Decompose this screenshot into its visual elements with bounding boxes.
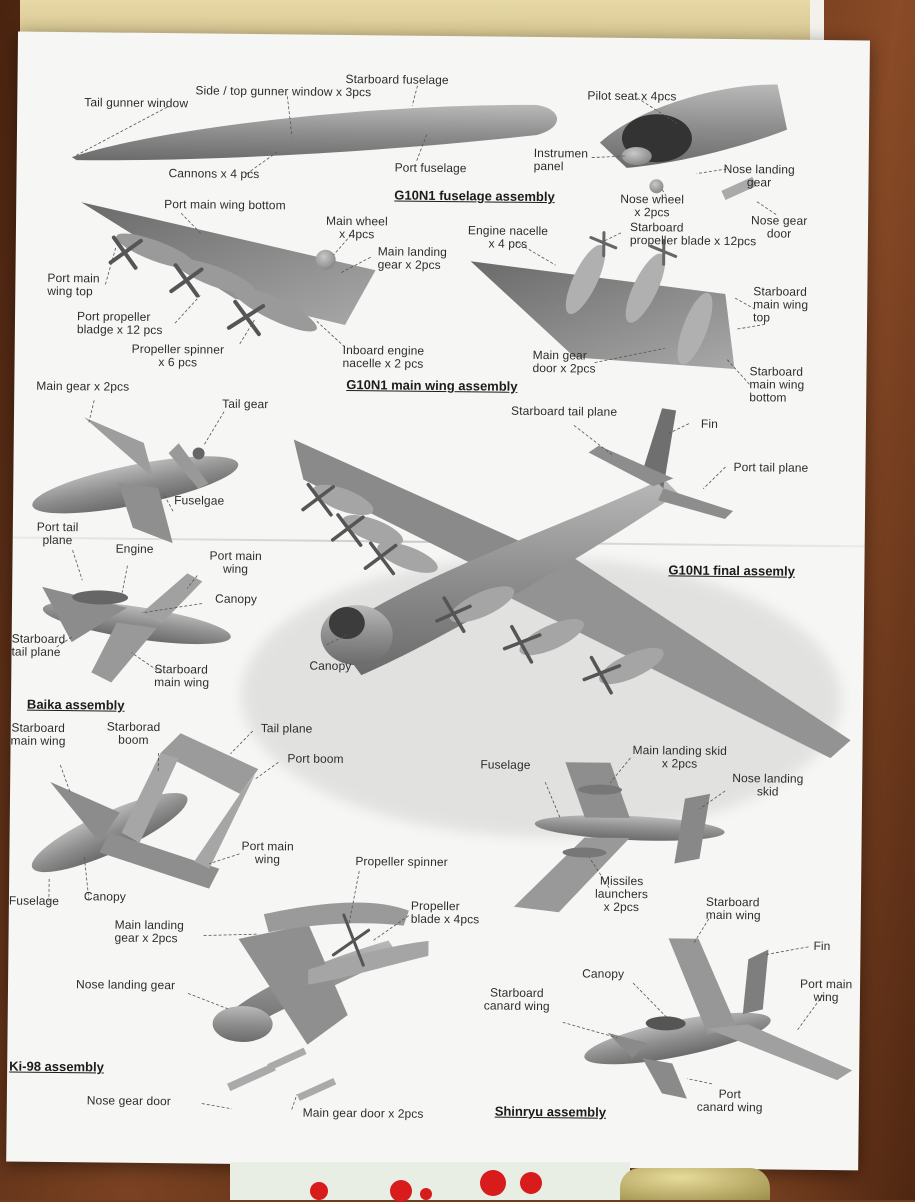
- label-port-boom: Port boom: [287, 752, 343, 766]
- label-nose-landing-skid: Nose landing skid: [732, 772, 804, 799]
- label-main-landing-gear-ki98: Main landing gear x 2pcs: [114, 919, 184, 946]
- label-port-tail-plane-final: Port tail plane: [733, 461, 808, 475]
- label-starboard-tail-plane-baika: Starboard tail plane: [11, 633, 65, 660]
- label-starboard-boom: Starborad boom: [107, 721, 161, 748]
- decal-marking: [310, 1182, 328, 1200]
- kit-part-yellow: [620, 1168, 770, 1200]
- label-starboard-main-wing-bottom: Starboard main wing bottom: [749, 365, 804, 405]
- label-fin-final: Fin: [701, 418, 718, 431]
- g10n1-starboard-wing-drawing: [470, 231, 736, 369]
- decal-marking: [480, 1170, 506, 1196]
- label-engine-nacelle: Engine nacelle x 4 pcs: [468, 224, 548, 251]
- label-fuselage-baika: Fuselgae: [174, 494, 224, 508]
- ki98-drawing-bottom: [212, 901, 429, 1102]
- label-port-main-wing-top: Port main wing top: [47, 272, 100, 299]
- label-canopy-ki98: Canopy: [84, 890, 126, 903]
- label-nose-landing-gear-g10n1: Nose landing gear: [723, 163, 795, 190]
- label-port-fuselage: Port fuselage: [395, 161, 467, 175]
- decal-marking: [390, 1180, 412, 1202]
- label-fin-shinryu: Fin: [813, 940, 830, 953]
- title-ki98: Ki-98 assembly: [9, 1059, 104, 1075]
- label-canopy-shinryu: Canopy: [582, 967, 624, 980]
- label-starboard-main-wing-ki98: Starboard main wing: [11, 722, 66, 749]
- label-main-gear-baika: Main gear x 2pcs: [36, 380, 129, 394]
- shinryu-drawing-bottom: [580, 937, 853, 1100]
- label-fuselage-shinryu: Fuselage: [480, 758, 530, 772]
- decal-sheet-edge: [230, 1162, 630, 1200]
- label-main-gear-door-ki98: Main gear door x 2pcs: [303, 1107, 424, 1121]
- label-starboard-main-wing-shinryu: Starboard main wing: [706, 896, 761, 923]
- label-tail-gear-baika: Tail gear: [222, 398, 268, 411]
- label-port-propeller-blade: Port propeller bladge x 12 pcs: [77, 310, 163, 337]
- title-g10n1-fuselage: G10N1 fuselage assembly: [394, 187, 555, 204]
- label-starboard-main-wing-baika: Starboard main wing: [154, 663, 209, 690]
- label-port-main-wing-ki98: Port main wing: [241, 840, 294, 867]
- label-starboard-propeller-blade: Starboard propeller blade x 12pcs: [630, 221, 757, 248]
- label-main-landing-skid: Main landing skid x 2pcs: [632, 744, 727, 771]
- label-starboard-canard: Starboard canard wing: [484, 986, 550, 1013]
- label-inboard-engine-nacelle: Inboard engine nacelle x 2 pcs: [342, 344, 424, 371]
- label-tail-gunner-window: Tail gunner window: [84, 96, 188, 110]
- label-engine-baika: Engine: [116, 543, 154, 556]
- label-cannons: Cannons x 4 pcs: [168, 167, 259, 181]
- label-main-gear-door-g10n1: Main gear door x 2pcs: [532, 349, 595, 376]
- label-port-canard: Port canard wing: [697, 1088, 763, 1115]
- decal-marking: [420, 1188, 432, 1200]
- label-propeller-blade-ki98: Propeller blade x 4pcs: [411, 900, 480, 927]
- label-pilot-seat: Pilot seat x 4pcs: [587, 90, 676, 104]
- label-instrument-panel: Instrumen panel: [534, 147, 589, 174]
- label-port-main-wing-baika: Port main wing: [209, 550, 262, 577]
- label-port-main-wing-shinryu: Port main wing: [800, 978, 853, 1005]
- title-g10n1-main-wing: G10N1 main wing assembly: [346, 377, 517, 394]
- title-baika: Baika assembly: [27, 697, 125, 713]
- label-canopy-baika: Canopy: [215, 593, 257, 606]
- ki98-drawing-top: [24, 732, 259, 889]
- label-nose-gear-door-ki98: Nose gear door: [87, 1094, 171, 1108]
- label-propeller-spinner-ki98: Propeller spinner: [355, 855, 448, 869]
- label-canopy-final: Canopy: [309, 660, 351, 673]
- label-propeller-spinner-g10n1: Propeller spinner x 6 pcs: [131, 343, 224, 370]
- label-tail-plane-ki98: Tail plane: [261, 722, 313, 736]
- label-starboard-main-wing-top: Starboard main wing top: [753, 285, 808, 325]
- label-nose-wheel: Nose wheel x 2pcs: [620, 193, 684, 220]
- label-nose-landing-gear-ki98: Nose landing gear: [76, 978, 175, 992]
- title-g10n1-final: G10N1 final assemly: [668, 562, 795, 578]
- label-side-top-gunner-window: Side / top gunner window x 3pcs: [195, 84, 371, 99]
- label-missiles-launchers: Missiles launchers x 2pcs: [595, 875, 648, 915]
- label-port-tail-plane-baika: Port tail plane: [37, 521, 79, 547]
- label-main-wheel: Main wheel x 4pcs: [326, 215, 388, 242]
- label-starboard-tail-plane-final: Starboard tail plane: [511, 405, 617, 419]
- label-port-main-wing-bottom: Port main wing bottom: [164, 198, 286, 212]
- decal-marking: [520, 1172, 542, 1194]
- label-nose-gear-door-g10n1: Nose gear door: [751, 214, 808, 241]
- label-fuselage-ki98: Fuselage: [9, 894, 59, 908]
- instruction-sheet: Starboard fuselage Side / top gunner win…: [6, 32, 870, 1171]
- label-main-landing-gear-g10n1: Main landing gear x 2pcs: [378, 245, 448, 272]
- title-shinryu: Shinryu assembly: [495, 1104, 606, 1120]
